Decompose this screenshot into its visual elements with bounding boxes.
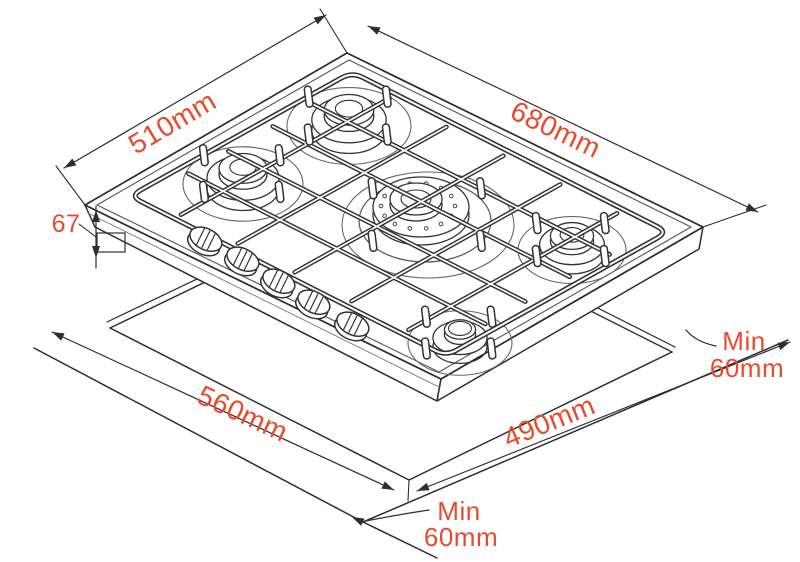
dim-67: 67 — [52, 210, 81, 238]
dimension-lines — [51, 8, 791, 522]
dim-min-right-line2: 60mm — [710, 353, 784, 383]
dim-min-bottom-line2: 60mm — [424, 522, 498, 552]
pan-support-prongs — [198, 85, 610, 360]
dim-min-right-line1: Min — [722, 326, 765, 356]
dim-min-bottom-line1: Min — [437, 496, 480, 526]
worktop-cutout — [33, 236, 789, 559]
control-knobs — [186, 226, 370, 342]
dim-560mm: 560mm — [193, 379, 293, 447]
dim-490mm: 490mm — [499, 389, 600, 453]
pan-support-grid-highlight — [134, 73, 664, 355]
